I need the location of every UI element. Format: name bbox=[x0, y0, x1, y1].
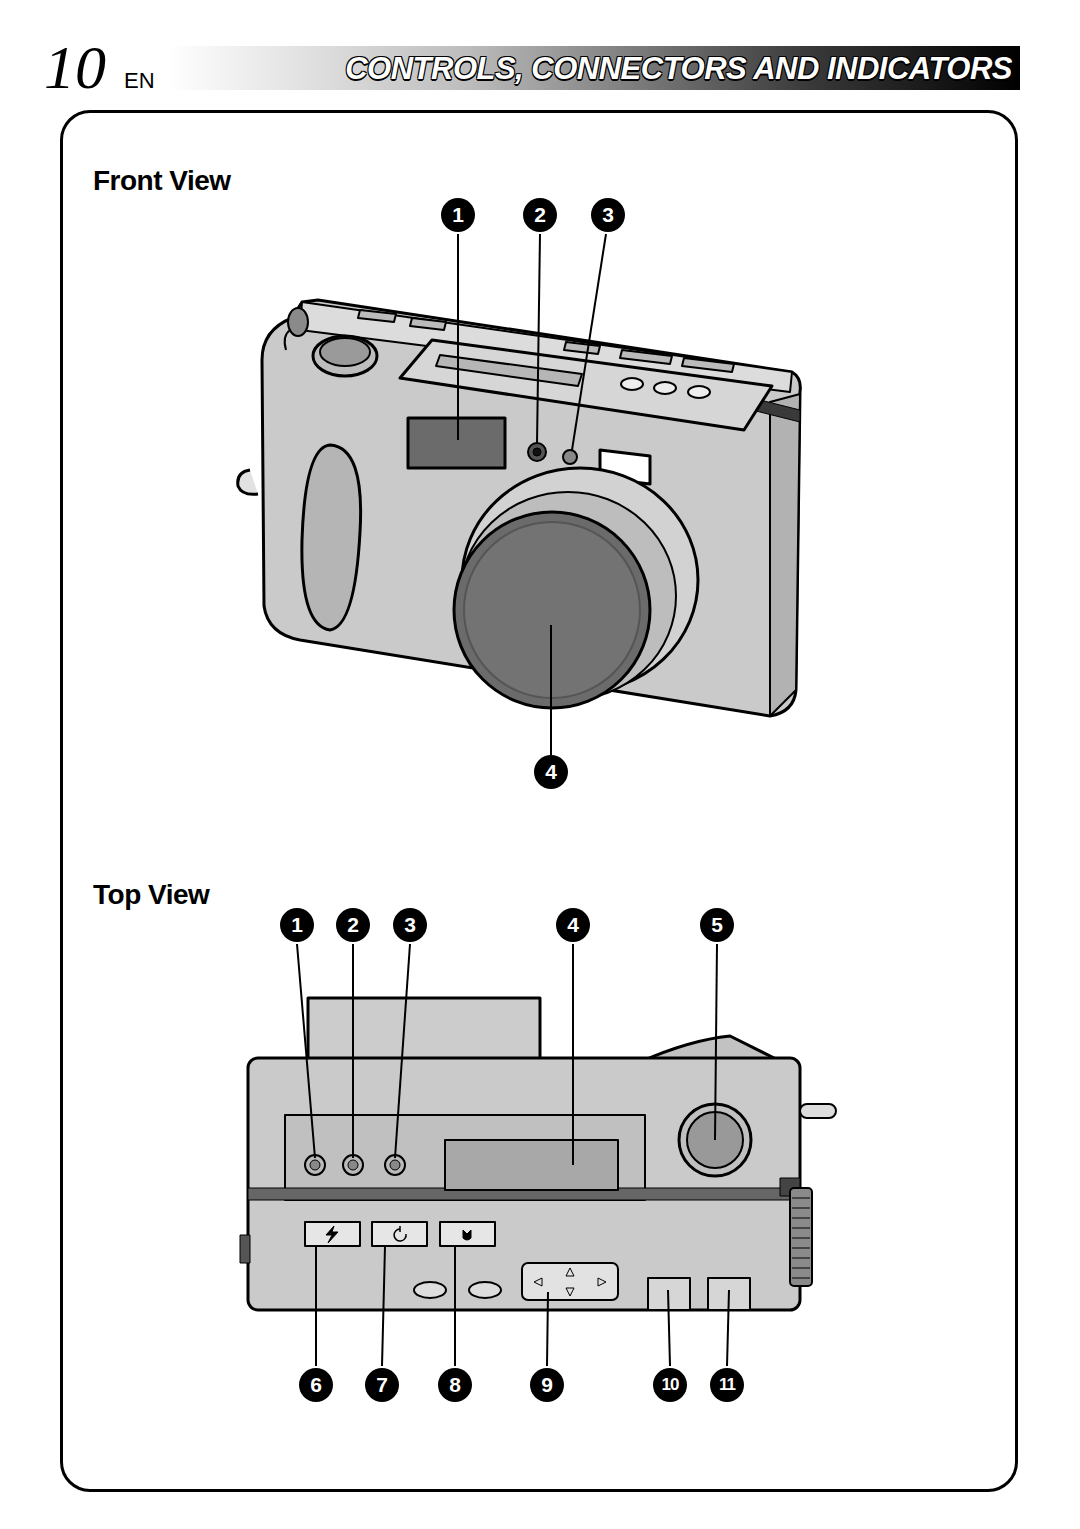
leader-lines-part bbox=[297, 944, 315, 1158]
top-camera-part bbox=[566, 1288, 574, 1296]
top-camera-part bbox=[399, 1226, 401, 1232]
page-number: 10 bbox=[44, 36, 106, 98]
front-camera-part bbox=[688, 386, 710, 398]
front-camera-part bbox=[410, 318, 446, 330]
leader-lines-part bbox=[395, 944, 410, 1158]
top-camera-part bbox=[469, 1282, 501, 1298]
front-camera-part bbox=[533, 448, 541, 456]
callout-number: 1 bbox=[280, 908, 314, 942]
top-camera-part bbox=[285, 1115, 645, 1200]
callout-number: 4 bbox=[534, 755, 568, 789]
front-camera-part bbox=[320, 338, 370, 366]
top-camera-part bbox=[566, 1268, 574, 1276]
leader-lines-part bbox=[668, 1290, 670, 1366]
callout-number: 1 bbox=[441, 198, 475, 232]
front-camera-part bbox=[285, 330, 290, 350]
top-camera-part bbox=[598, 1278, 606, 1286]
top-camera-part bbox=[463, 1230, 471, 1240]
header-band bbox=[168, 46, 1020, 90]
top-camera-part bbox=[390, 1160, 400, 1170]
view-heading: Top View bbox=[93, 879, 209, 911]
frame-panel: Front ViewTop View bbox=[60, 110, 1018, 1492]
leader-lines-part bbox=[537, 234, 540, 444]
top-camera-part bbox=[310, 1160, 320, 1170]
page-title: CONTROLS, CONNECTORS AND INDICATORS bbox=[345, 53, 1012, 84]
leader-lines-part bbox=[727, 1290, 729, 1366]
top-camera-part bbox=[348, 1160, 358, 1170]
top-camera-part bbox=[792, 1198, 810, 1278]
leader-lines-part bbox=[572, 234, 606, 450]
top-camera-part bbox=[248, 1058, 800, 1310]
top-camera-part bbox=[414, 1282, 446, 1298]
leader-lines-part bbox=[352, 944, 354, 1158]
leader-lines-part bbox=[550, 625, 552, 755]
front-camera-part bbox=[563, 450, 577, 464]
callout-number: 4 bbox=[556, 908, 590, 942]
front-camera-part bbox=[358, 310, 396, 322]
leader-lines-part bbox=[547, 1292, 548, 1366]
front-camera-part bbox=[621, 378, 643, 390]
leader-lines-part bbox=[715, 944, 717, 1140]
top-camera-part bbox=[305, 1222, 360, 1246]
leader-lines-part bbox=[454, 1246, 456, 1366]
top-camera-part bbox=[308, 998, 540, 1062]
callout-number: 9 bbox=[530, 1368, 564, 1402]
callout-number: 10 bbox=[653, 1368, 687, 1402]
leader-lines-part bbox=[315, 1246, 317, 1366]
top-camera-part bbox=[240, 1235, 250, 1263]
top-camera-part bbox=[326, 1226, 338, 1243]
callout-number: 2 bbox=[523, 198, 557, 232]
callout-number: 5 bbox=[700, 908, 734, 942]
front-camera-part bbox=[564, 342, 600, 354]
front-camera-part bbox=[528, 443, 546, 461]
top-camera-part bbox=[790, 1188, 812, 1286]
front-camera-part bbox=[262, 300, 800, 716]
callout-number: 3 bbox=[591, 198, 625, 232]
language-code: EN bbox=[124, 70, 155, 92]
callout-number: 11 bbox=[710, 1368, 744, 1402]
front-camera-part bbox=[408, 418, 505, 468]
callout-number: 2 bbox=[336, 908, 370, 942]
front-camera-part bbox=[313, 336, 377, 376]
top-camera-part bbox=[445, 1140, 618, 1190]
callout-number: 7 bbox=[365, 1368, 399, 1402]
top-camera-part bbox=[440, 1222, 495, 1246]
callout-number: 6 bbox=[299, 1368, 333, 1402]
front-camera-part bbox=[770, 394, 800, 716]
leader-lines-part bbox=[572, 944, 574, 1165]
front-camera-part bbox=[302, 445, 361, 630]
top-camera-part bbox=[534, 1278, 542, 1286]
front-camera-part bbox=[620, 350, 672, 364]
callout-number: 8 bbox=[438, 1368, 472, 1402]
front-camera-part bbox=[238, 470, 258, 494]
view-heading: Front View bbox=[93, 165, 231, 197]
leader-lines bbox=[297, 234, 729, 1366]
top-camera-part bbox=[522, 1263, 618, 1300]
callout-number: 3 bbox=[393, 908, 427, 942]
top-camera bbox=[240, 998, 836, 1310]
top-camera-part bbox=[372, 1222, 427, 1246]
front-camera-part bbox=[682, 358, 734, 372]
front-camera-part bbox=[288, 308, 308, 336]
front-camera-part bbox=[654, 382, 676, 394]
front-camera bbox=[238, 300, 801, 716]
leader-lines-part bbox=[457, 234, 459, 440]
leader-lines-part bbox=[382, 1246, 385, 1366]
top-camera-part bbox=[800, 1104, 836, 1118]
